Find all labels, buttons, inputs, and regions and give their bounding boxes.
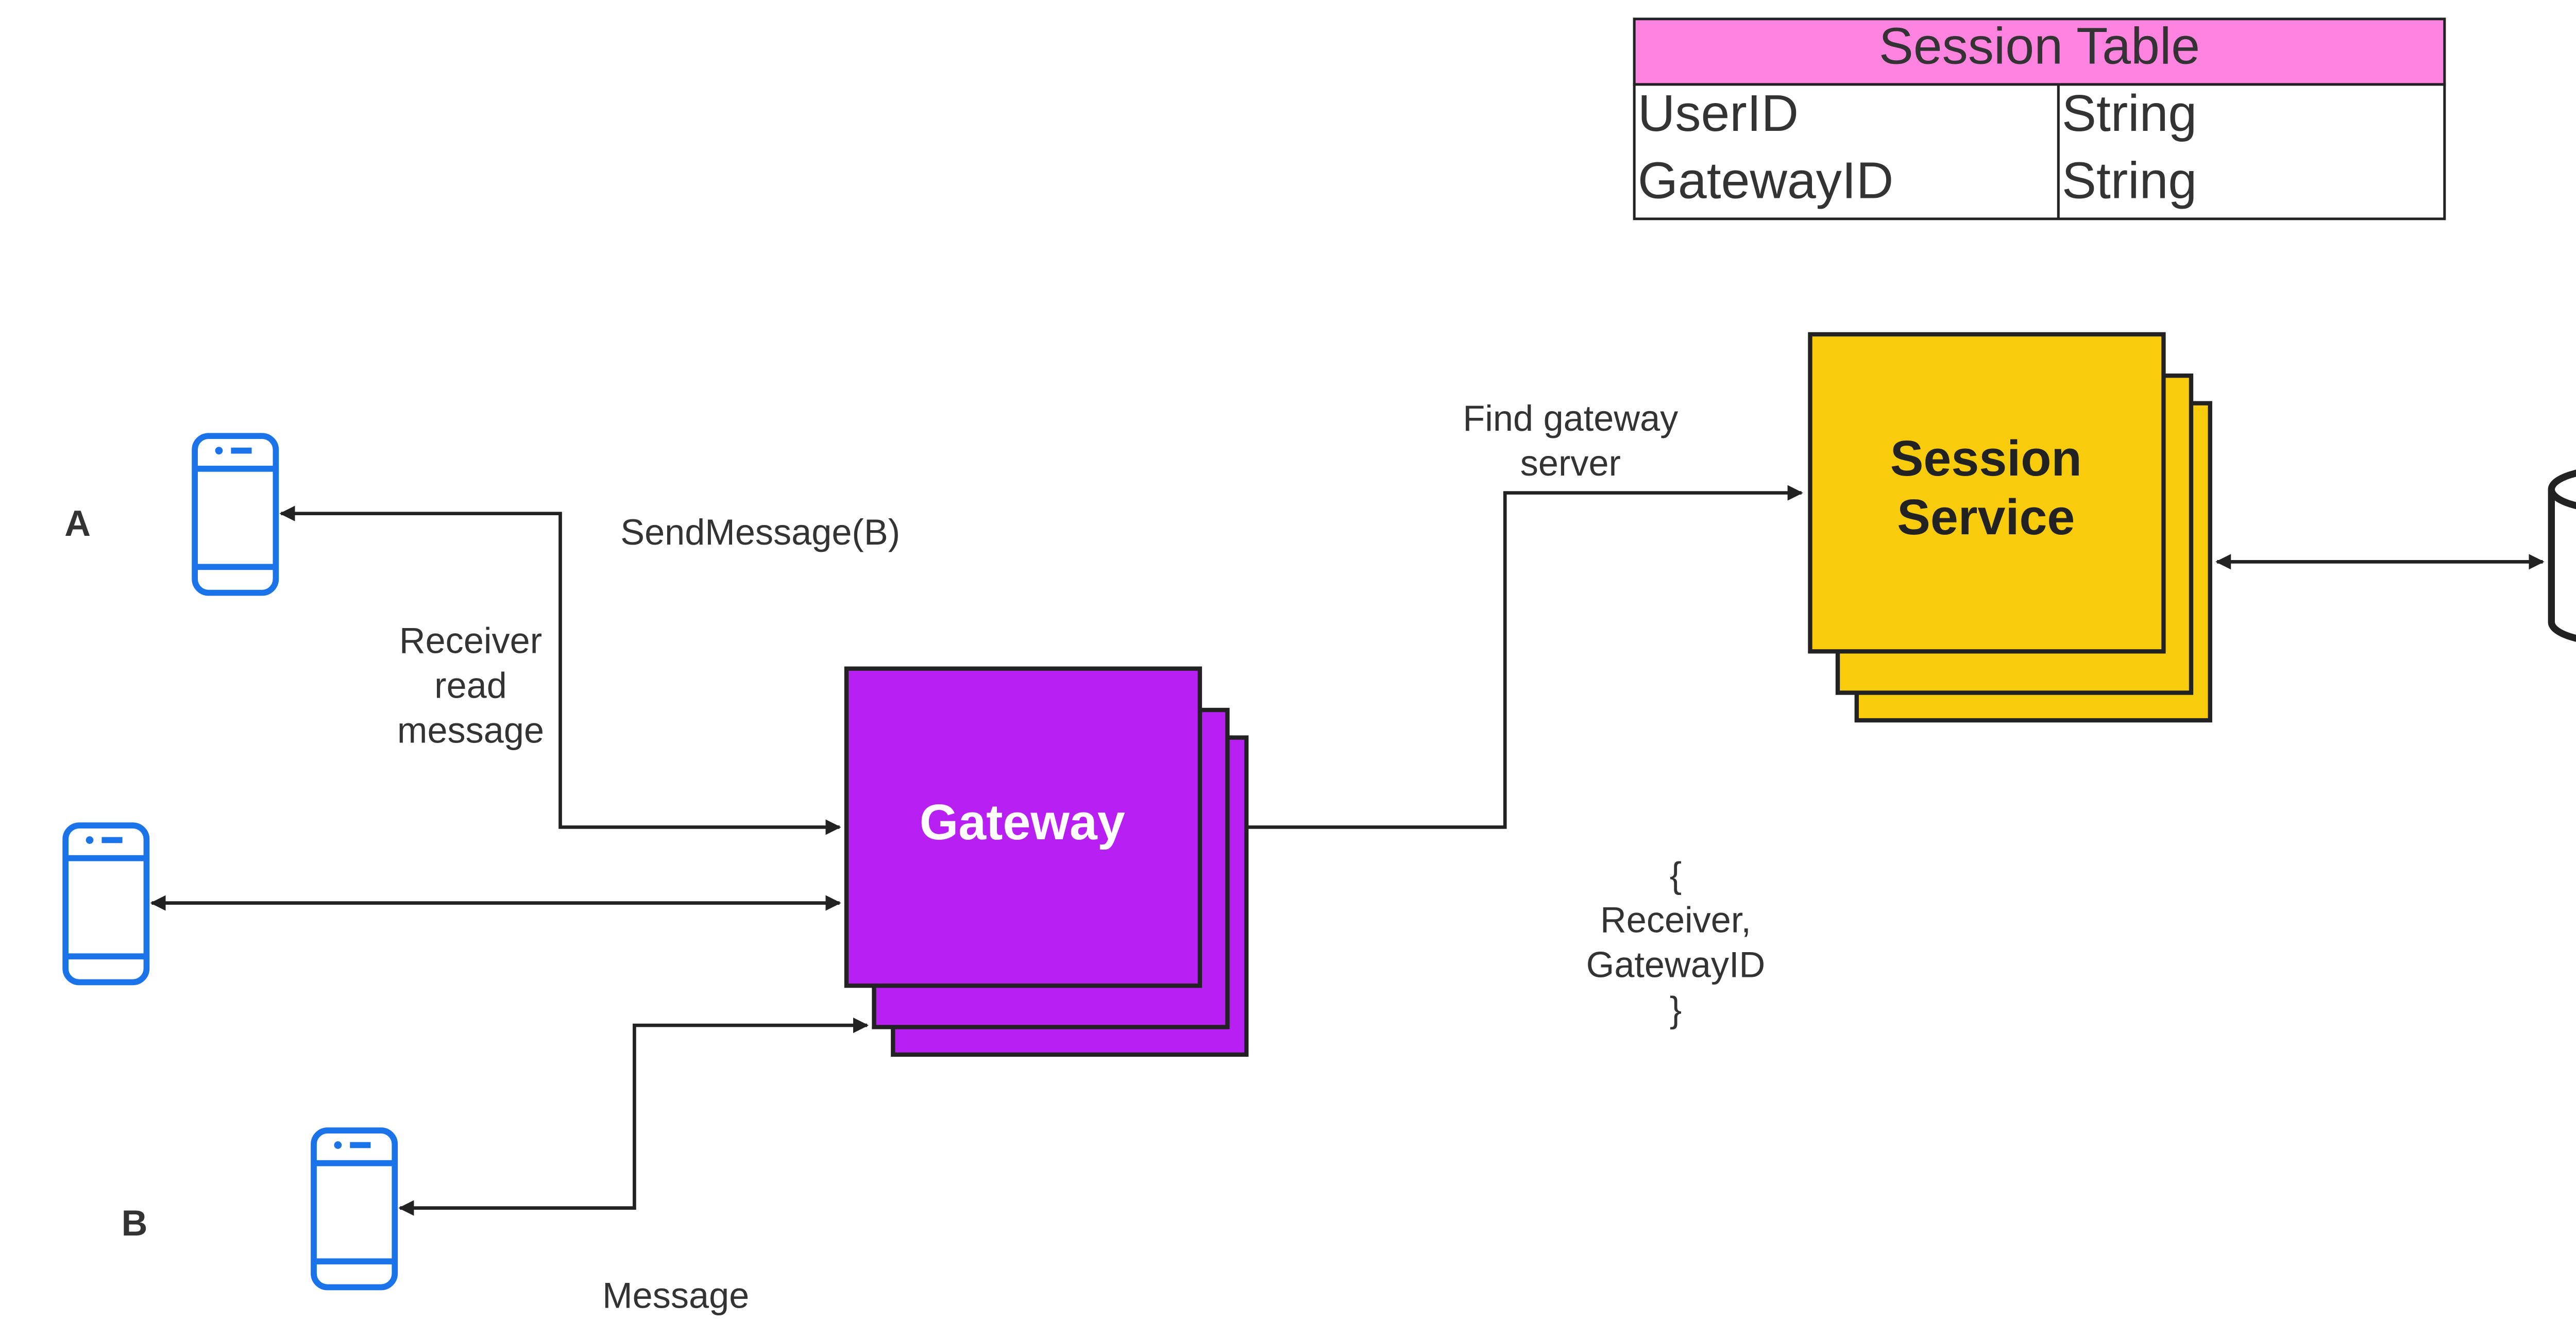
- session-table-title: Session Table: [1879, 18, 2200, 75]
- mobile-phone-icon: [62, 822, 150, 986]
- session-table-row-field: GatewayID: [1638, 152, 1894, 210]
- receiver-read-label-line1: Receiver: [399, 620, 542, 661]
- session-service-label-line2: Service: [1897, 489, 2075, 545]
- payload-label-line3: GatewayID: [1586, 944, 1766, 985]
- client-a-label: A: [64, 503, 91, 544]
- session-table-header: [1633, 18, 2446, 86]
- session-service-node: Session Service: [1808, 332, 2212, 723]
- find-gateway-label-line1: Find gateway: [1463, 398, 1678, 438]
- connectors: [150, 485, 2545, 1216]
- session-service-stack-front: [1808, 332, 2166, 654]
- mobile-phone-icon: [311, 1127, 398, 1291]
- connector-client-b-to-gateway: [398, 1018, 869, 1216]
- client-b-label: B: [122, 1203, 148, 1243]
- receiver-read-label-line2: read: [434, 665, 507, 706]
- gateway-label: Gateway: [920, 794, 1125, 850]
- message-label: Message: [602, 1275, 749, 1316]
- send-message-label: SendMessage(B): [620, 512, 900, 552]
- gateway-node: Gateway: [844, 666, 1249, 1057]
- payload-label-line4: }: [1670, 989, 1682, 1029]
- session-table-body: [1633, 83, 2446, 221]
- session-table: Session Table UserID String GatewayID St…: [1633, 18, 2446, 221]
- session-table-row-field: UserID: [1638, 84, 1799, 142]
- mobile-phone-icon: [192, 433, 279, 596]
- connector-gateway-to-client-a: [279, 505, 841, 835]
- connector-gateway-to-session-service: [1205, 485, 1803, 835]
- session-table-row-type: String: [2062, 152, 2197, 210]
- session-table-row-type: String: [2062, 84, 2197, 142]
- receiver-read-label-line3: message: [397, 710, 544, 751]
- gateway-stack-front: [844, 666, 1202, 988]
- payload-label-line1: {: [1670, 855, 1682, 895]
- payload-label-line2: Receiver,: [1600, 899, 1751, 940]
- session-service-label-line1: Session: [1890, 430, 2082, 486]
- find-gateway-label-line2: server: [1520, 443, 1621, 483]
- database-icon: [2548, 469, 2576, 642]
